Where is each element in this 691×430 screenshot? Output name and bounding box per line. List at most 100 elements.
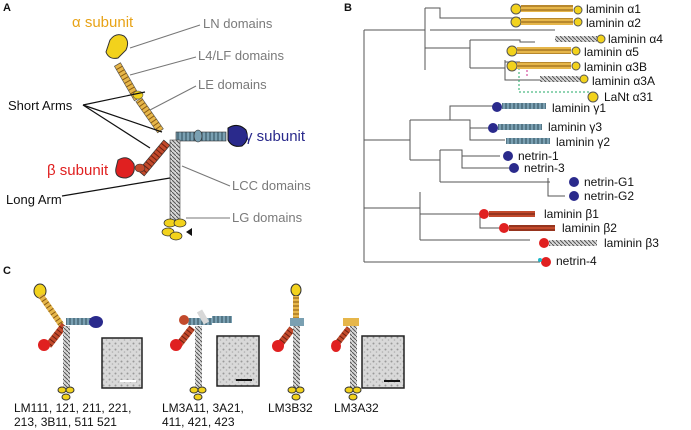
glyph-alpha1-ln [510, 3, 522, 15]
leaf-label: laminin α5 [584, 45, 639, 59]
phylogenetic-tree [363, 7, 565, 263]
panel-b-letter: B [344, 2, 352, 14]
leader-l4lf [129, 56, 197, 76]
glyph-netring1 [569, 177, 579, 187]
leader-le [149, 85, 197, 111]
glyph-alpha3a-lg [579, 74, 589, 84]
long-arm-line [61, 177, 171, 197]
panel-c-group-2 [170, 309, 260, 401]
glyph-gamma3-ln [488, 123, 498, 133]
tree-leaf-labels: laminin α1 laminin α2 laminin α4 laminin… [518, 2, 663, 268]
leaf-label: laminin γ2 [556, 135, 610, 149]
short-arms-line-2 [82, 104, 163, 133]
em-image-1 [101, 337, 143, 389]
leaf-label: laminin γ3 [548, 120, 602, 134]
leader-ln [129, 24, 201, 49]
lcc-coiled-coil [169, 139, 181, 221]
glyph-alpha1-lg [573, 5, 583, 15]
glyph-alpha1-bar [521, 5, 573, 12]
gamma-ln-domain [227, 124, 248, 147]
glyph-beta2-bar [509, 225, 555, 231]
beta-subunit-label: β subunit [47, 162, 109, 179]
panel-c-group-1 [33, 283, 143, 401]
glyph-gamma1-bar [502, 103, 546, 109]
panel-c-group-4 [331, 318, 405, 401]
glyph-alpha2-bar [521, 18, 573, 25]
leaf-label: laminin α3A [592, 74, 655, 88]
em-image-2 [216, 335, 260, 387]
leaf-label: LaNt α31 [604, 90, 653, 104]
glyph-netrin1 [503, 151, 513, 161]
glyph-netring2 [569, 191, 579, 201]
long-arm-label: Long Arm [6, 192, 62, 207]
short-arms-line-1 [82, 91, 146, 106]
lg-domain-4 [169, 231, 183, 241]
lant-dotted-link [518, 68, 590, 93]
leaf-label: netrin-1 [518, 149, 559, 163]
glyph-alpha2-ln [510, 16, 522, 28]
leaf-label: netrin-3 [524, 161, 565, 175]
leaf-label: laminin α2 [586, 16, 641, 30]
glyph-netrin4 [541, 257, 551, 267]
le-domains-label: LE domains [198, 77, 267, 92]
lg-domain-2 [173, 218, 187, 228]
glyph-netrin3 [509, 163, 519, 173]
em-image-4 [361, 335, 405, 389]
leaf-label: laminin γ1 [552, 101, 606, 115]
glyph-beta3-ln [539, 238, 549, 248]
gamma-l4-bead [193, 129, 203, 143]
panel-c-group-3 [272, 283, 305, 401]
glyph-alpha5-bar [517, 47, 571, 54]
glyph-gamma2-bar [506, 138, 550, 144]
panel-a-molecule [61, 24, 248, 241]
glyph-beta1-bar [489, 211, 535, 217]
alpha-ln-domain [105, 34, 129, 59]
glyph-gamma1-ln [492, 102, 502, 112]
glyph-beta1-ln [479, 209, 489, 219]
glyph-beta3-bar [549, 240, 597, 246]
ln-domains-label: LN domains [203, 16, 273, 31]
glyph-alpha3b-ln [506, 60, 518, 72]
leaf-label: laminin β3 [604, 236, 659, 250]
leaf-label: laminin β2 [562, 221, 617, 235]
beta-l4-bead [134, 163, 146, 173]
glyph-gamma3-bar [498, 124, 542, 130]
beta-ln-domain [115, 157, 135, 179]
beta-le-domain [137, 139, 171, 177]
short-arms-label: Short Arms [8, 98, 73, 113]
glyph-alpha5-ln [506, 45, 518, 57]
leaf-label: netrin-4 [556, 254, 597, 268]
group-1-caption-1: LM111, 121, 211, 221, [14, 401, 131, 415]
leaf-label: laminin β1 [544, 207, 599, 221]
lcc-domains-label: LCC domains [232, 178, 311, 193]
glyph-lant-ln [587, 91, 599, 103]
group-2-caption-2: 411, 421, 423 [162, 415, 235, 429]
glyph-alpha4-lg [596, 34, 606, 44]
l4lf-domains-label: L4/LF domains [198, 48, 284, 63]
lg-domains-label: LG domains [232, 210, 303, 225]
glyph-beta2-ln [499, 223, 509, 233]
cleavage-arrowhead [186, 228, 192, 236]
glyph-alpha4-bar [555, 36, 597, 42]
glyph-alpha3b-bar [517, 62, 571, 69]
glyph-alpha2-lg [573, 17, 583, 27]
leaf-label: laminin α1 [586, 2, 641, 16]
panel-a-letter: A [3, 2, 11, 14]
leaf-label: laminin α4 [608, 32, 663, 46]
short-arms-line-3 [82, 104, 151, 149]
alpha-subunit-label: α subunit [72, 14, 134, 31]
leader-lcc [181, 165, 231, 187]
leaf-label: laminin α3B [584, 60, 647, 74]
group-2-caption-1: LM3A11, 3A21, [162, 401, 244, 415]
leaf-label: netrin-G2 [584, 189, 634, 203]
gamma-subunit-label: γ subunit [245, 128, 306, 145]
leaf-label: netrin-G1 [584, 175, 634, 189]
glyph-netrin4-dot [538, 258, 542, 262]
glyph-alpha3a-bar [540, 76, 580, 82]
group-1-caption-2: 213, 3B11, 511 521 [14, 415, 117, 429]
group-4-caption-1: LM3A32 [334, 401, 379, 415]
group-3-caption-1: LM3B32 [268, 401, 313, 415]
glyph-alpha5-lg [571, 46, 581, 56]
glyph-alpha3b-lg [571, 61, 581, 71]
